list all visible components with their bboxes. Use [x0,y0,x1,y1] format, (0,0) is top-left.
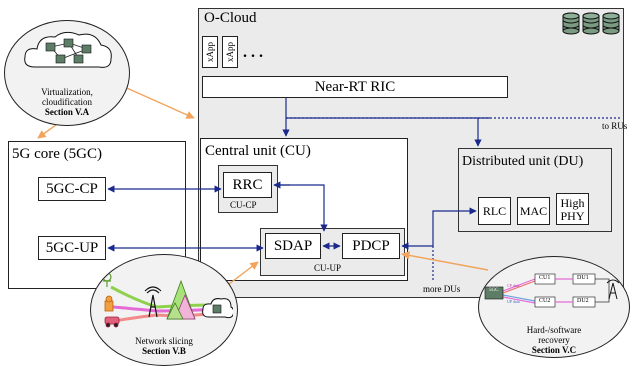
pdcp-box[interactable]: PDCP [342,233,400,259]
recovery-antenna-icon [606,279,620,300]
antenna-icon [144,286,162,318]
recovery-section: Section V.C [531,345,577,355]
core-cp-box[interactable]: 5GC-CP [38,177,106,201]
xapp-ellipsis: . . . [243,44,263,61]
recovery-caption: Hard-/software recovery Section V.C [479,325,629,355]
xapp-box-1[interactable]: xApp [202,36,218,68]
sdap-box[interactable]: SDAP [265,233,321,259]
recovery-du1-label: DU1 [577,275,589,281]
cloud-icon [202,298,233,319]
core-title: 5G core (5GC) [12,146,102,162]
recovery-up-label: UP data [507,299,520,304]
mac-box[interactable]: MAC [517,197,550,225]
cu-up-label: CU-UP [314,263,342,273]
more-dus-label: more DUs [423,284,461,294]
network-slicing-illustration [102,272,233,328]
rrc-box[interactable]: RRC [223,172,272,198]
recovery-core-label: 5GC [489,288,499,293]
du-title: Distributed unit (DU) [462,154,584,169]
storage-icons [562,12,620,35]
sdap-label: SDAP [273,237,313,254]
rlc-label: RLC [482,203,507,218]
virtualization-line1: Virtualization, [41,87,93,97]
robot-arm-icon [104,295,114,312]
virtualization-callout: Virtualization, cloudification Section V… [4,20,130,126]
cloud-servers-icon [24,31,112,68]
near-rt-ric-box[interactable]: Near-RT RIC [202,76,508,98]
recovery-cu2-label: CU2 [539,298,551,304]
rlc-box[interactable]: RLC [478,197,511,225]
slice-triangles-icon [166,279,196,320]
high-phy-line1: High [560,196,585,210]
disk-icon [582,12,600,35]
recovery-callout: 5GC CU1 DU1 CU2 DU2 CP data UP data Hard… [478,256,630,358]
core-up-label: 5GC-UP [45,239,99,256]
disk-icon [562,12,580,35]
recovery-line2: recovery [538,335,570,345]
network-slicing-section: Section V.B [142,346,186,356]
recovery-cp-label: CP data [507,283,520,288]
cu-cp-label: CU-CP [230,200,257,210]
cu-title: Central unit (CU) [205,143,311,159]
to-rus-label: to RUs [602,121,628,131]
network-slicing-callout: Network slicing Section V.B [90,254,238,366]
mac-label: MAC [519,203,548,218]
high-phy-box[interactable]: High PHY [556,193,589,225]
network-slicing-line1: Network slicing [135,336,193,346]
disk-icon [602,12,620,35]
recovery-du2-label: DU2 [577,298,589,304]
pdcp-label: PDCP [352,237,390,254]
virtualization-section: Section V.A [44,107,90,117]
ocloud-title: O-Cloud [204,10,257,26]
xapp-label: xApp [205,42,215,62]
xapp-label: xApp [225,42,235,62]
virtualization-caption: Virtualization, cloudification Section V… [5,87,129,117]
recovery-line1: Hard-/software [526,325,582,335]
rrc-label: RRC [232,176,263,193]
core-cp-label: 5GC-CP [46,180,98,197]
drone-icon [102,272,112,287]
xapp-box-2[interactable]: xApp [222,36,238,68]
near-rt-ric-label: Near-RT RIC [314,78,396,95]
network-slicing-caption: Network slicing Section V.B [91,336,237,356]
core-up-box[interactable]: 5GC-UP [38,236,106,260]
recovery-illustration [484,273,620,308]
recovery-cu1-label: CU1 [539,275,551,281]
virtualization-line2: cloudification [42,97,92,107]
car-icon [104,316,120,328]
high-phy-line2: PHY [560,209,585,223]
